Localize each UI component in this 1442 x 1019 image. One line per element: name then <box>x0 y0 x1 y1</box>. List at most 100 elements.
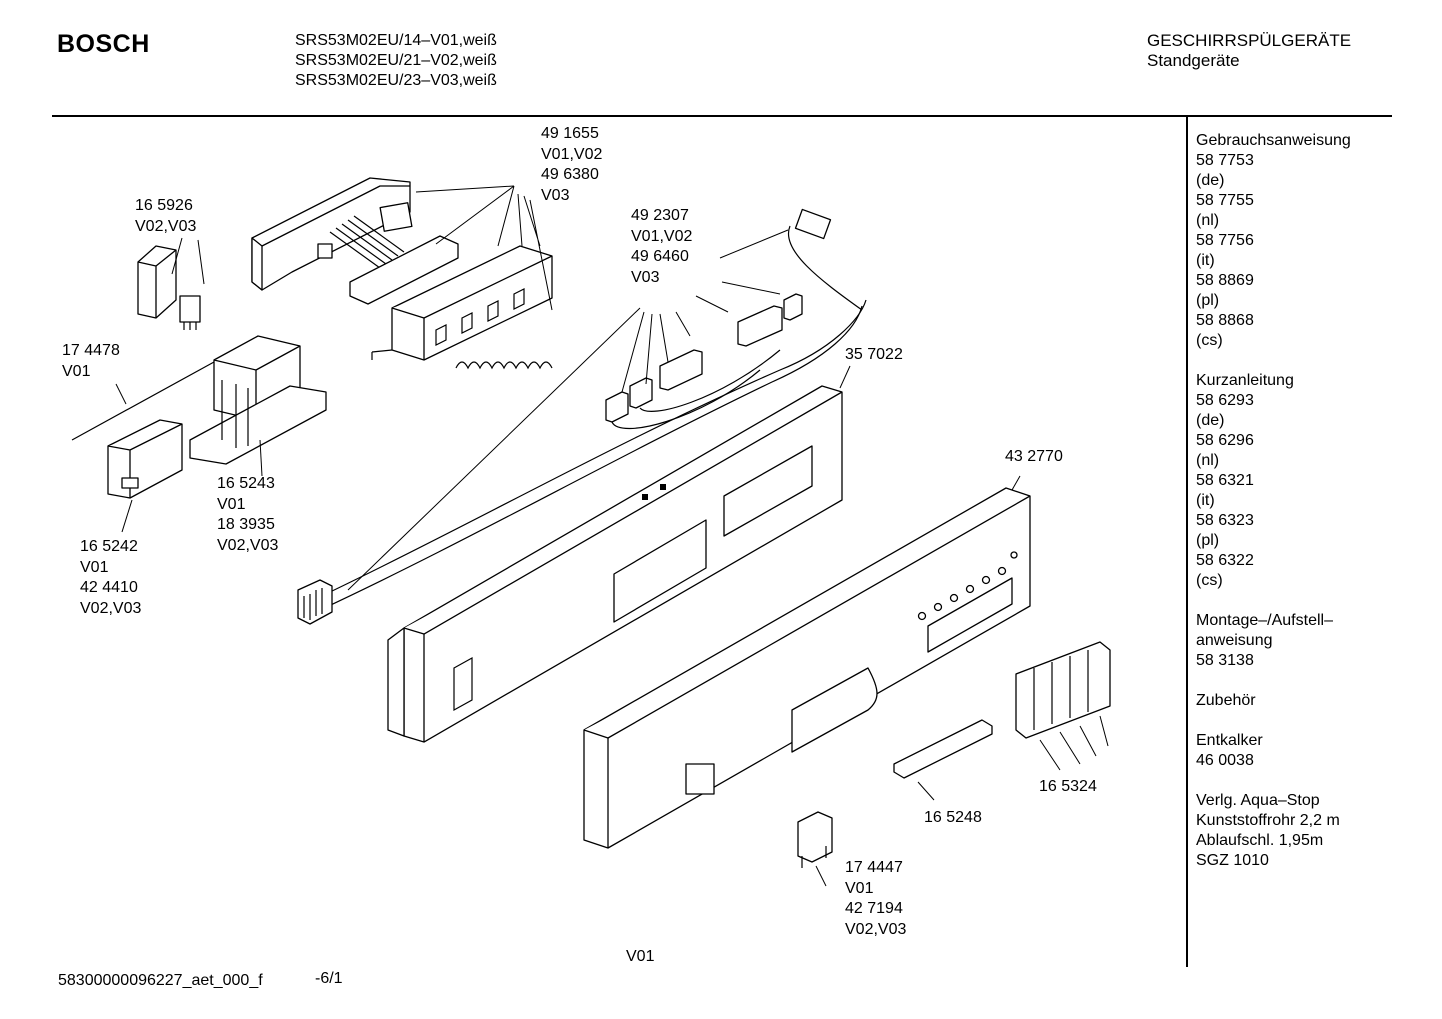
part-number: 16 5324 <box>1039 778 1097 795</box>
sidebar-group-title: Verlg. Aqua–Stop <box>1196 792 1320 809</box>
part-label-174478: 17 4478 V01 <box>62 341 120 382</box>
part-number: 49 1655 <box>541 125 599 142</box>
sidebar-line: 58 8868 <box>1196 312 1254 329</box>
sidebar-line: (it) <box>1196 492 1215 509</box>
part-label-492307: 49 2307 V01,V02 49 6460 V03 <box>631 206 692 288</box>
switch-part <box>107 419 183 499</box>
part-variant: V01 <box>62 362 91 380</box>
door-switch-housing <box>189 335 327 465</box>
part-label-491655: 49 1655 V01,V02 49 6380 V03 <box>541 124 602 206</box>
documentation-sidebar: Gebrauchsanweisung 58 7753 (de) 58 7755 … <box>1196 131 1351 891</box>
sidebar-line: 58 6293 <box>1196 392 1254 409</box>
part-label-165248: 16 5248 <box>924 808 982 829</box>
page-number: -6/1 <box>315 970 343 987</box>
model-line: SRS53M02EU/21–V02,weiß <box>295 52 497 69</box>
sidebar-line: 58 8869 <box>1196 272 1254 289</box>
sidebar-group-manual: Gebrauchsanweisung 58 7753 (de) 58 7755 … <box>1196 131 1351 351</box>
sidebar-line: 58 6296 <box>1196 432 1254 449</box>
sidebar-line: 58 7756 <box>1196 232 1254 249</box>
sidebar-group-aquastop: Verlg. Aqua–Stop Kunststoffrohr 2,2 m Ab… <box>1196 791 1351 871</box>
sidebar-group-accessories: Zubehör <box>1196 691 1351 711</box>
sidebar-line: 58 7753 <box>1196 152 1254 169</box>
part-label-165324: 16 5324 <box>1039 777 1097 798</box>
rod-part <box>71 361 215 441</box>
sidebar-line: (nl) <box>1196 452 1220 469</box>
sidebar-line: anweisung <box>1196 632 1273 649</box>
sidebar-line: 58 6323 <box>1196 512 1254 529</box>
part-variant: V02,V03 <box>217 536 279 554</box>
part-number: 42 7194 <box>845 900 903 917</box>
electronic-module <box>371 245 553 370</box>
sidebar-group-title: Zubehör <box>1196 692 1256 709</box>
leader-lines <box>115 185 1021 887</box>
part-label-357022: 35 7022 <box>845 345 903 366</box>
part-number: 18 3935 <box>217 516 275 533</box>
variant-label: V01 <box>626 948 655 965</box>
sidebar-line: (cs) <box>1196 332 1223 349</box>
model-list: SRS53M02EU/14–V01,weiß SRS53M02EU/21–V02… <box>295 31 497 91</box>
button-set <box>1015 641 1111 771</box>
sidebar-line: 58 7755 <box>1196 192 1254 209</box>
part-label-165242: 16 5242 V01 42 4410 V02,V03 <box>80 537 141 619</box>
part-number: 43 2770 <box>1005 448 1063 465</box>
part-number: 17 4447 <box>845 859 903 876</box>
sidebar-group-title: Gebrauchsanweisung <box>1196 132 1351 149</box>
model-line: SRS53M02EU/23–V03,weiß <box>295 72 497 89</box>
sidebar-group-descaler: Entkalker 46 0038 <box>1196 731 1351 771</box>
header-divider <box>52 115 1392 117</box>
front-control-panel <box>583 487 1031 849</box>
document-id: 58300000096227_aet_000_f <box>58 972 263 989</box>
part-number: 42 4410 <box>80 579 138 596</box>
part-number: 49 6460 <box>631 248 689 265</box>
sidebar-line: Kunststoffrohr 2,2 m <box>1196 812 1340 829</box>
part-variant: V03 <box>541 186 570 204</box>
sidebar-group-quickguide: Kurzanleitung 58 6293 (de) 58 6296 (nl) … <box>1196 371 1351 591</box>
part-variant: V03 <box>631 268 660 286</box>
sidebar-line: 58 3138 <box>1196 652 1254 669</box>
part-variant: V01,V02 <box>631 227 693 245</box>
part-variant: V02,V03 <box>845 920 907 938</box>
sidebar-line: (nl) <box>1196 212 1220 229</box>
sidebar-line: (it) <box>1196 252 1215 269</box>
sidebar-line: (pl) <box>1196 532 1220 549</box>
wiring-harness <box>297 208 867 625</box>
part-number: 17 4478 <box>62 342 120 359</box>
category-block: GESCHIRRSPÜLGERÄTE Standgeräte <box>1147 31 1351 71</box>
sidebar-line: 58 6322 <box>1196 552 1254 569</box>
trim-strip <box>893 719 993 779</box>
part-number: 16 5248 <box>924 809 982 826</box>
brand-logo: BOSCH <box>57 30 150 58</box>
category-title: GESCHIRRSPÜLGERÄTE <box>1147 31 1352 50</box>
sidebar-line: (cs) <box>1196 572 1223 589</box>
sidebar-group-title: Kurzanleitung <box>1196 372 1294 389</box>
part-variant: V01 <box>217 495 246 513</box>
part-number: 49 2307 <box>631 207 689 224</box>
sidebar-line: 46 0038 <box>1196 752 1254 769</box>
part-number: 49 6380 <box>541 166 599 183</box>
knob-part <box>797 811 833 868</box>
model-line: SRS53M02EU/14–V01,weiß <box>295 32 497 49</box>
part-variant: V01 <box>845 879 874 897</box>
sidebar-line: 58 6321 <box>1196 472 1254 489</box>
part-number: 16 5242 <box>80 538 138 555</box>
control-module-housing <box>251 177 459 305</box>
part-variant: V01 <box>80 558 109 576</box>
sidebar-line: SGZ 1010 <box>1196 852 1269 869</box>
sidebar-line: Ablaufschl. 1,95m <box>1196 832 1324 849</box>
part-number: 16 5926 <box>135 197 193 214</box>
part-variant: V02,V03 <box>80 599 142 617</box>
inner-control-panel <box>387 385 843 743</box>
sidebar-group-title: Entkalker <box>1196 732 1263 749</box>
part-variant: V02,V03 <box>135 217 197 235</box>
part-label-165243: 16 5243 V01 18 3935 V02,V03 <box>217 474 278 556</box>
sidebar-line: (de) <box>1196 172 1225 189</box>
exploded-view-drawing <box>71 177 1111 887</box>
sidebar-group-title: Montage–/Aufstell– <box>1196 612 1333 629</box>
sidebar-group-installation: Montage–/Aufstell– anweisung 58 3138 <box>1196 611 1351 671</box>
relay-part <box>137 245 201 330</box>
sidebar-line: (de) <box>1196 412 1225 429</box>
category-subtitle: Standgeräte <box>1147 51 1240 70</box>
part-label-432770: 43 2770 <box>1005 447 1063 468</box>
part-label-174447: 17 4447 V01 42 7194 V02,V03 <box>845 858 906 940</box>
part-label-165926: 16 5926 V02,V03 <box>135 196 196 237</box>
